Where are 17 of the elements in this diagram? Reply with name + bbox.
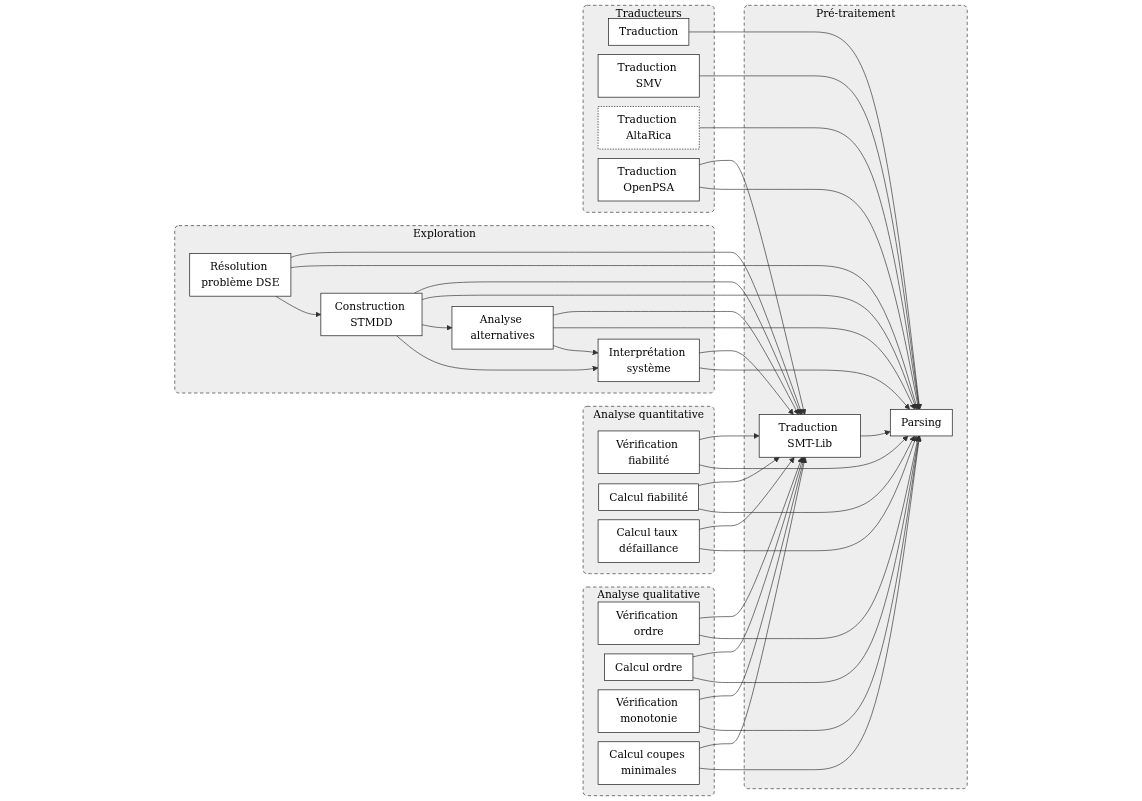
node-box: Traduction OpenPSA [597,158,700,202]
node-box: Calcul ordre [604,653,694,681]
node-box: Construction STMDD [320,292,423,337]
node-box: Parsing [889,409,953,437]
node-box: Calcul coupes minimales [597,741,700,785]
node-box: Vérification ordre [597,601,700,645]
node-box: Calcul taux défaillance [597,519,700,563]
node-box: Traduction AltaRica [597,106,700,150]
node-box: Interprétation système [597,338,700,383]
node-box: Vérification monotonie [597,689,700,733]
node-box: Vérification fiabilité [597,430,700,474]
node-box: Résolution problème DSE [189,253,292,297]
node-box: Traduction SMV [597,54,700,98]
node-box: Calcul fiabilité [598,483,699,511]
node-box: Traduction SMT-Lib [758,414,861,458]
node-box: Traduction [608,18,690,46]
node-box: Analyse alternatives [451,306,554,350]
